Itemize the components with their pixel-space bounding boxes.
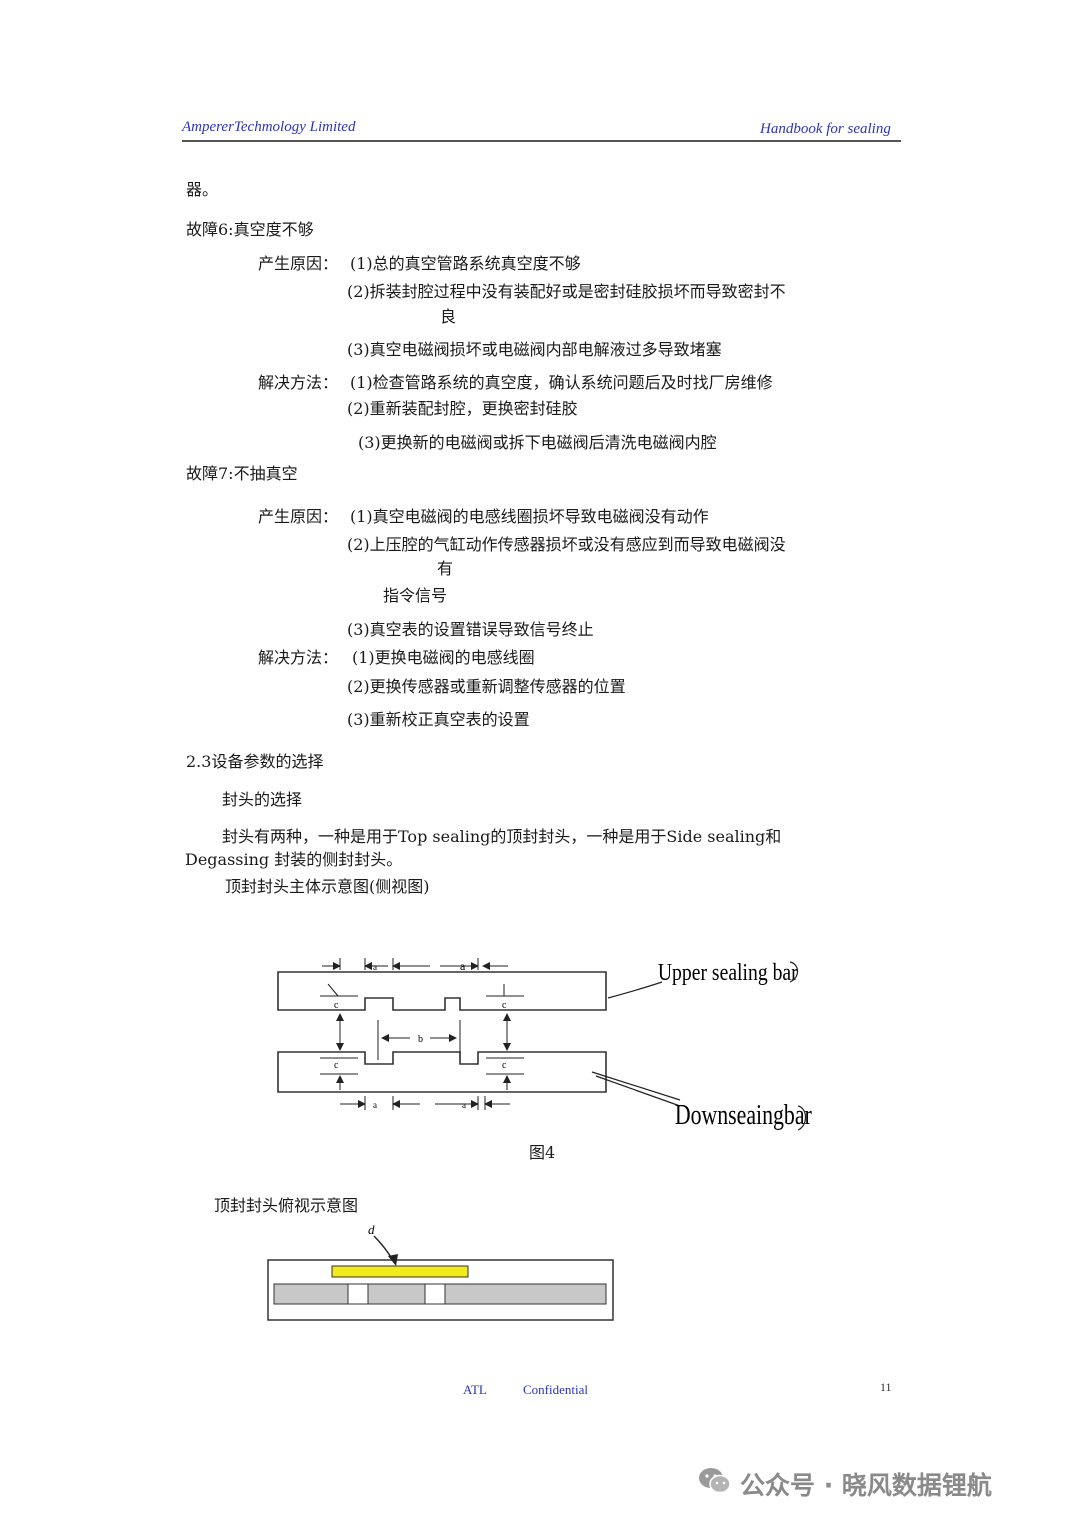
header-company: AmpererTechmology Limited <box>182 119 356 135</box>
dim-a-label: a <box>460 959 466 973</box>
dim-c-label: c <box>334 1060 339 1071</box>
f7-cause-2a: (2)上压腔的气缸动作传感器损坏或没有感应到而导致电磁阀没 <box>347 535 786 554</box>
f6-cause-label: 产生原因： <box>258 254 339 273</box>
seal-strip <box>331 1265 469 1278</box>
text-line: 器。 <box>186 180 219 199</box>
f7-solution-1: (1)更换电磁阀的电感线圈 <box>352 648 535 667</box>
f7-cause-3: (3)真空表的设置错误导致信号终止 <box>347 620 594 639</box>
dim-a-label: a <box>462 1100 466 1110</box>
f7-cause-label: 产生原因： <box>258 507 339 526</box>
f6-solution-2: (2)重新装配封腔，更换密封硅胶 <box>347 399 578 418</box>
wechat-icon <box>699 1468 731 1494</box>
f6-solution-3: (3)更换新的电磁阀或拆下电磁阀后清洗电磁阀内腔 <box>358 433 717 452</box>
f6-cause-2b: 良 <box>440 307 457 326</box>
sub-heading: 封头的选择 <box>222 790 303 809</box>
f6-solution-label: 解决方法： <box>258 373 339 392</box>
upper-bar-shape <box>277 971 607 1011</box>
fault6-title: 故障6:真空度不够 <box>186 220 314 239</box>
footer-atl: ATL <box>463 1382 487 1397</box>
dim-a-label: a <box>373 962 377 972</box>
dim-c-label: c <box>334 1000 339 1011</box>
f6-cause-1: (1)总的真空管路系统真空度不够 <box>350 254 581 273</box>
dim-c-label: c <box>502 1000 507 1011</box>
figure-4-label: 图4 <box>529 1143 556 1162</box>
dim-a-label: a <box>373 1100 377 1110</box>
f6-solution-1: (1)检查管路系统的真空度，确认系统问题后及时找厂房维修 <box>350 373 773 392</box>
header-doc-title: Handbook for sealing <box>760 121 891 137</box>
lower-bar-label: Downseaingbar <box>675 1101 813 1131</box>
f7-cause-1: (1)真空电磁阀的电感线圈损坏导致电磁阀没有动作 <box>350 507 709 526</box>
f6-cause-3: (3)真空电磁阀损坏或电磁阀内部电解液过多导致堵塞 <box>347 340 722 359</box>
f7-solution-label: 解决方法： <box>258 648 339 667</box>
lower-bar-shape <box>277 1051 607 1093</box>
f7-cause-2b: 有 <box>437 559 454 578</box>
fault7-title: 故障7:不抽真空 <box>186 464 298 483</box>
top-view-diagram: d <box>267 1222 614 1321</box>
page-number: 11 <box>880 1380 892 1394</box>
f7-solution-2: (2)更换传感器或重新调整传感器的位置 <box>347 677 626 696</box>
f7-solution-3: (3)重新校正真空表的设置 <box>347 710 530 729</box>
paragraph-line-1: 封头有两种，一种是用于Top sealing的顶封封头，一种是用于Side se… <box>222 827 782 846</box>
dim-d-label: d <box>368 1222 375 1237</box>
header-rule <box>182 140 901 142</box>
dim-c-label: c <box>502 1060 507 1071</box>
figure-5-caption: 顶封封头俯视示意图 <box>214 1196 359 1215</box>
dim-b-label: b <box>418 1034 423 1045</box>
footer-confidential: Confidential <box>523 1382 588 1397</box>
f7-cause-2c: 指令信号 <box>383 586 448 605</box>
upper-bar-label: Upper sealing bar <box>658 958 798 985</box>
paragraph-line-2: Degassing 封装的侧封封头。 <box>185 850 403 869</box>
f6-cause-2a: (2)拆装封腔过程中没有装配好或是密封硅胶损坏而导致密封不 <box>347 282 786 301</box>
watermark-text: 公众号 · 晓风数据锂航 <box>740 1471 992 1500</box>
sealing-bar-diagram: a a c c b c c a a Upper sealing bar Down… <box>277 958 813 1131</box>
figure-caption-top: 顶封封头主体示意图(侧视图) <box>225 877 430 896</box>
section-heading: 2.3设备参数的选择 <box>186 752 324 771</box>
